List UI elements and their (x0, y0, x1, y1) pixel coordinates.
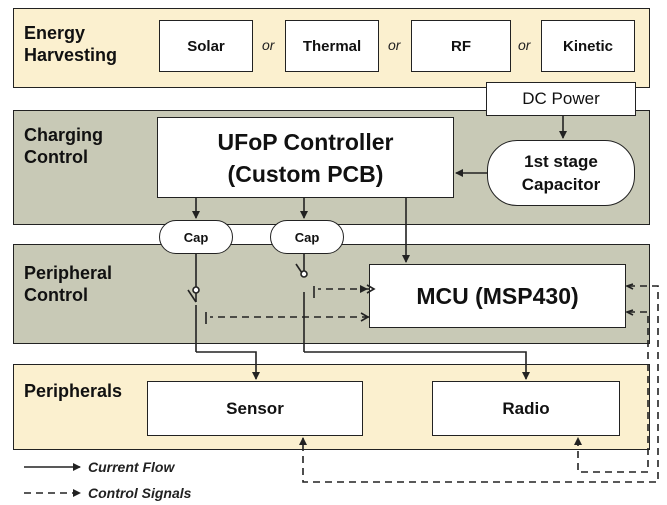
thermal-box: Thermal (285, 20, 379, 72)
dc-power-box: DC Power (486, 82, 636, 116)
or-label: or (262, 37, 275, 53)
controller-line2: (Custom PCB) (227, 160, 384, 187)
cap-left: Cap (159, 220, 233, 254)
energy-harvesting-title: Energy Harvesting (24, 23, 118, 65)
control-loop-outer (299, 285, 659, 483)
cap-right: Cap (270, 220, 344, 254)
rf-box: RF (411, 20, 511, 72)
or-label: or (388, 37, 401, 53)
or-label: or (518, 37, 531, 53)
cap-left-to-sensor-arrow (196, 351, 260, 380)
mcu-box: MCU (MSP430) (369, 264, 626, 328)
sensor-box: Sensor (147, 381, 363, 436)
legend-control-signals-label: Control Signals (88, 485, 192, 501)
controller-line1: UFoP Controller (217, 128, 394, 155)
legend-current-flow-label: Current Flow (88, 459, 175, 475)
solar-box: Solar (159, 20, 253, 72)
cap-right-to-radio-arrow (304, 351, 530, 380)
first-stage-capacitor: 1st stage Capacitor (487, 140, 635, 206)
ufop-controller-box: UFoP Controller (Custom PCB) (157, 117, 454, 198)
capacitor-line1: 1st stage (524, 152, 598, 171)
radio-box: Radio (432, 381, 620, 436)
control-loop-inner (574, 311, 649, 473)
charging-control-title: Charging Control (24, 125, 103, 167)
peripheral-control-title: Peripheral Control (24, 263, 113, 305)
kinetic-box: Kinetic (541, 20, 635, 72)
capacitor-line2: Capacitor (521, 175, 601, 194)
peripherals-title: Peripherals (24, 381, 123, 401)
